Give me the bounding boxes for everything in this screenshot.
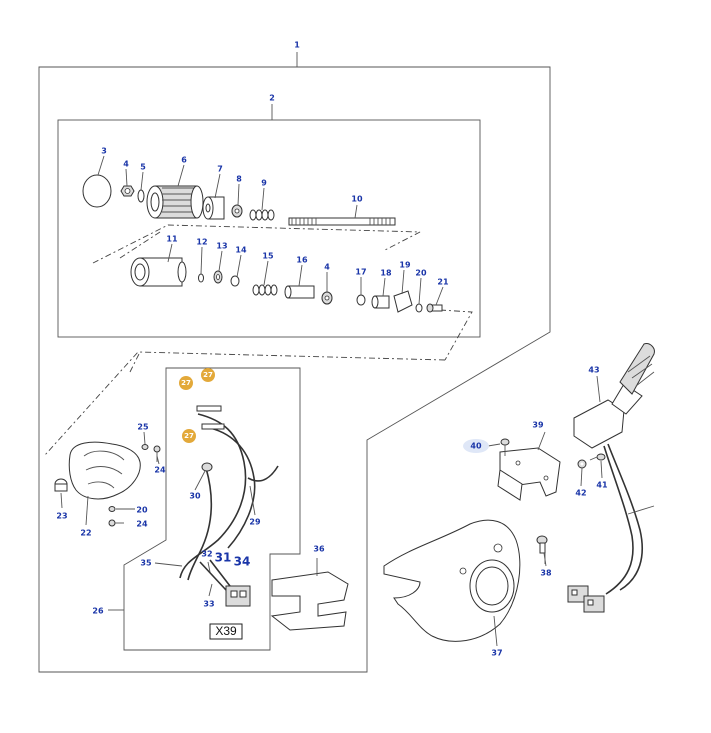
callout-5: 5 (140, 163, 146, 172)
part-19-clip (393, 290, 413, 313)
switch-housing-parts (54, 441, 161, 527)
callout-2: 2 (269, 94, 275, 103)
part-22-housing (68, 441, 141, 500)
callout-numbers: 1 2 3 4 5 6 7 8 9 10 11 12 13 14 15 16 4… (56, 41, 608, 658)
callout-43: 43 (588, 366, 599, 375)
callout-30: 30 (189, 492, 201, 501)
part-12-ring (198, 273, 204, 283)
part-14-bushing (230, 275, 240, 287)
callout-15: 15 (262, 252, 274, 261)
callout-27b: 27 (203, 371, 213, 379)
highlight-badge-40 (463, 439, 489, 453)
part-24b-screw (108, 519, 116, 527)
callout-21: 21 (437, 278, 449, 287)
part-16-sleeve (287, 285, 315, 299)
callout-23: 23 (56, 512, 67, 521)
connector-tag-label: X39 (215, 624, 237, 638)
callout-39: 39 (532, 421, 544, 430)
leader-lines (60, 155, 603, 597)
harness-frame-26 (108, 367, 301, 651)
callout-32: 32 (201, 550, 212, 559)
callout-38: 38 (540, 569, 552, 578)
upper-shaft-parts (82, 174, 396, 226)
callout-19: 19 (399, 261, 411, 270)
callout-20a: 20 (415, 269, 427, 278)
assembly-frame-2 (57, 104, 481, 338)
callout-27c: 27 (184, 432, 194, 440)
callout-33: 33 (203, 600, 214, 609)
callout-37: 37 (491, 649, 502, 658)
callout-4a: 4 (123, 160, 129, 169)
connector-tag-box (209, 623, 243, 640)
part-6-sleeve (146, 185, 204, 219)
part-42-nut (577, 459, 587, 469)
highlight-badge-27b (201, 368, 215, 382)
callout-29: 29 (249, 518, 261, 527)
lower-shaft-parts (130, 257, 443, 313)
part-10-rod (288, 217, 396, 226)
part-15-spring (252, 284, 278, 296)
part-24a-screw (153, 445, 161, 453)
callout-14: 14 (235, 246, 247, 255)
callout-10: 10 (351, 195, 363, 204)
part-3-cap (82, 174, 112, 208)
part-11-housing (130, 257, 187, 287)
callout-13: 13 (216, 242, 227, 251)
part-43-lever-switch (567, 343, 655, 613)
callout-3: 3 (101, 147, 107, 156)
callout-36: 36 (313, 545, 325, 554)
callout-11: 11 (166, 235, 178, 244)
callout-7: 7 (217, 165, 223, 174)
callout-20b: 20 (136, 506, 148, 515)
callout-22: 22 (80, 529, 91, 538)
callout-35: 35 (140, 559, 152, 568)
callout-24b: 24 (136, 520, 148, 529)
highlight-badge-27a (179, 376, 193, 390)
callout-4b: 4 (324, 263, 330, 272)
part-9-spring (249, 209, 275, 221)
callout-17: 17 (355, 268, 366, 277)
callout-25: 25 (137, 423, 149, 432)
callout-41: 41 (596, 481, 608, 490)
callout-40: 40 (470, 442, 482, 451)
callout-8: 8 (236, 175, 242, 184)
callout-9: 9 (261, 179, 267, 188)
callout-34: 34 (234, 555, 251, 569)
part-20b-washer (108, 506, 116, 512)
assembly-frame-1 (38, 52, 551, 673)
callout-18: 18 (380, 269, 392, 278)
callout-27a: 27 (181, 379, 191, 387)
part-36-bracket (270, 558, 349, 631)
callout-26: 26 (92, 607, 104, 616)
part-40-screw (500, 438, 510, 456)
callout-6: 6 (181, 156, 187, 165)
part-20a-washer (415, 303, 423, 313)
part-17-ring (356, 294, 366, 306)
callout-16: 16 (296, 256, 308, 265)
callout-12: 12 (196, 238, 207, 247)
callout-24a: 24 (154, 466, 166, 475)
part-30-terminal (201, 462, 213, 472)
callout-1: 1 (294, 41, 300, 50)
callout-42: 42 (575, 489, 586, 498)
part-5-washer (137, 189, 145, 203)
part-37-cowl (383, 519, 521, 647)
projection-lines (44, 224, 473, 456)
highlight-badge-27c (182, 429, 196, 443)
part-25-nut (141, 444, 149, 450)
part-41-screw (589, 453, 606, 461)
callout-31: 31 (215, 551, 232, 565)
part-39-bracket (497, 447, 561, 501)
